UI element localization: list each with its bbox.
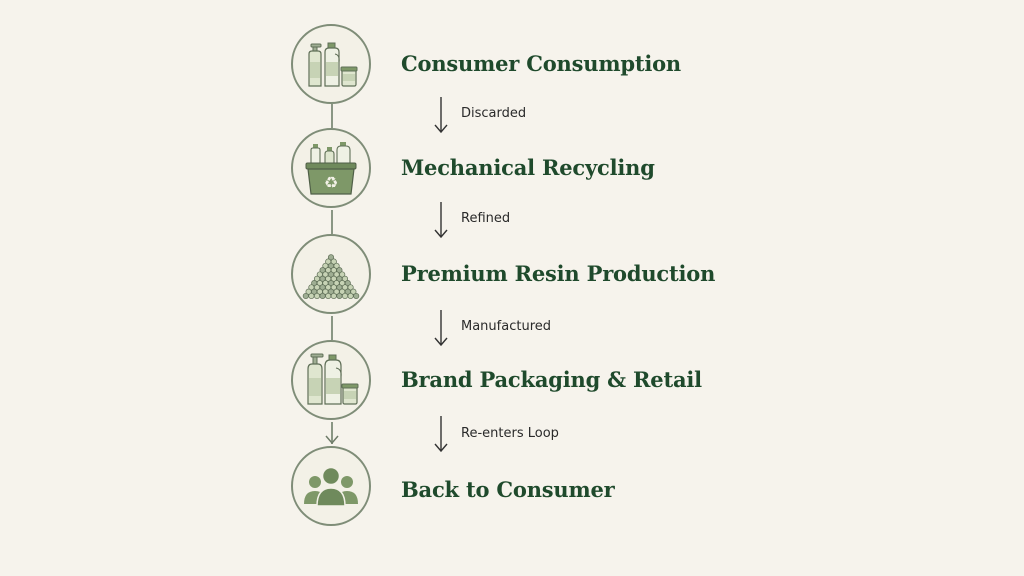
down-arrow-icon — [434, 97, 448, 134]
transition-label: Re-enters Loop — [461, 426, 559, 441]
resin-pellet — [330, 292, 337, 300]
resin-pellet — [319, 292, 326, 300]
resin-pellet — [336, 267, 343, 274]
down-arrow-icon — [434, 202, 448, 239]
step-title: Brand Packaging & Retail — [401, 367, 702, 392]
svg-text:♻: ♻ — [324, 173, 338, 192]
connector-line — [331, 422, 333, 444]
transition-label: Manufactured — [461, 319, 551, 334]
packaging-icon — [307, 353, 359, 405]
resin-pellet — [353, 292, 360, 300]
resin-pellet — [341, 275, 349, 282]
step-icon-consumer-consumption — [291, 24, 371, 104]
resin-pellet — [302, 292, 309, 300]
step-title: Premium Resin Production — [401, 261, 716, 286]
resin-pellet — [347, 292, 354, 300]
resin-pellet — [308, 292, 315, 300]
resin-pellet — [347, 284, 354, 291]
down-arrow-icon — [434, 416, 448, 453]
transition-label: Discarded — [461, 106, 527, 121]
resin-pellet — [350, 288, 357, 295]
resin-pellet — [325, 292, 332, 300]
consumer-group-icon — [304, 466, 358, 507]
resin-pellet — [330, 258, 337, 265]
resin-pellet — [313, 292, 321, 300]
step-icon-mechanical-recycling: ♻ — [291, 128, 371, 208]
bottles-icon — [308, 42, 358, 87]
connector-line — [331, 104, 333, 128]
recycling-bin-icon: ♻ — [305, 142, 357, 195]
connector-line — [331, 210, 333, 234]
connector-arrowhead — [325, 435, 339, 445]
resin-pellet — [333, 262, 340, 269]
transition-label: Refined — [461, 211, 511, 226]
resin-pellet — [336, 292, 343, 300]
resin-pellets-icon — [302, 254, 360, 300]
step-title: Consumer Consumption — [401, 51, 681, 76]
step-icon-back-to-consumer — [291, 446, 371, 526]
step-icon-resin-production — [291, 234, 371, 314]
resin-pellet — [327, 254, 335, 261]
step-title: Back to Consumer — [401, 477, 615, 502]
connector-line — [331, 316, 333, 340]
down-arrow-icon — [434, 310, 448, 347]
resin-pellet — [341, 292, 349, 300]
resin-pellet — [339, 271, 346, 278]
resin-pellet — [344, 280, 351, 287]
step-title: Mechanical Recycling — [401, 155, 655, 180]
step-icon-brand-packaging — [291, 340, 371, 420]
